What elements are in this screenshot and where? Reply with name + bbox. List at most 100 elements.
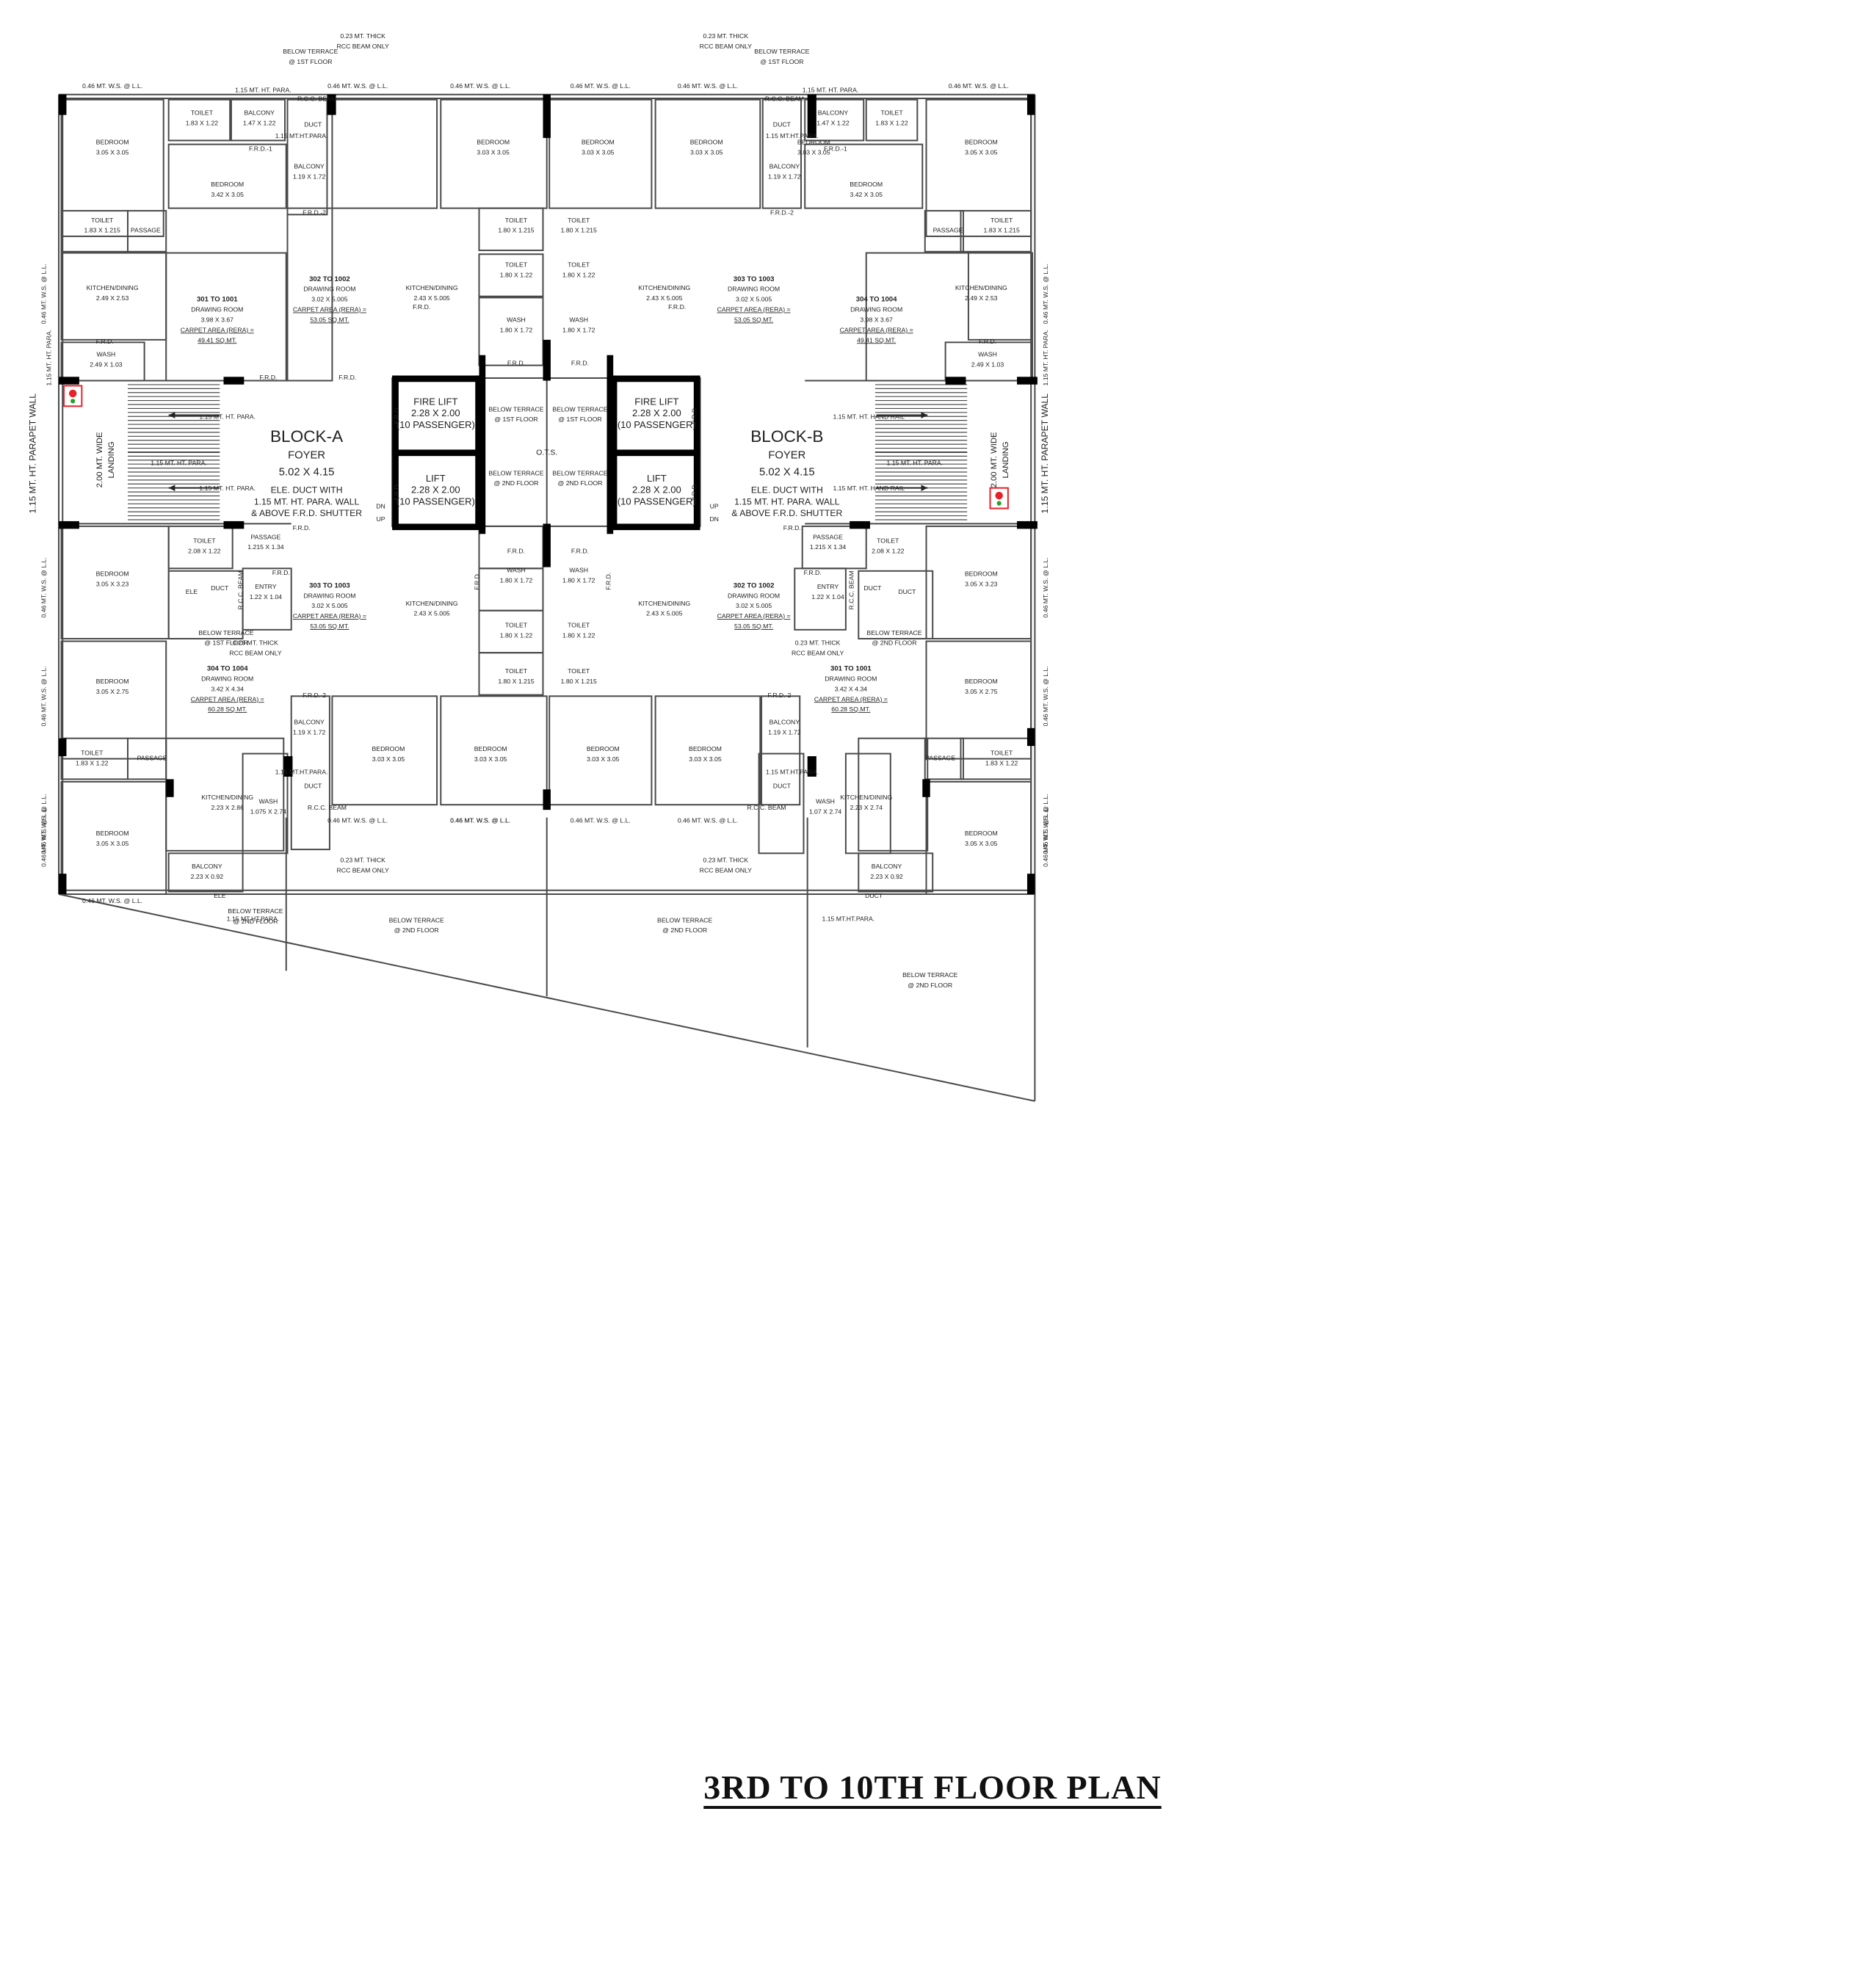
- unit-number: 301 TO 1001: [830, 665, 872, 673]
- room-name: KITCHEN/DINING: [840, 794, 892, 801]
- room-size: 1.83 X 1.22: [875, 120, 908, 127]
- unit-size: 3.42 X 4.34: [211, 685, 244, 692]
- wall-label: 0.46 MT. W.S. @ L.L.: [949, 82, 1009, 90]
- room-size: 1.80 X 1.72: [562, 576, 595, 584]
- room-outline: [804, 143, 924, 209]
- wall-label: 1.15 MT. HT. PARA.: [235, 86, 291, 93]
- terrace-label: @ 2ND FLOOR: [493, 479, 538, 487]
- vertical-label: F.R.D.: [393, 406, 400, 424]
- room-name: KITCHEN/DINING: [406, 284, 458, 291]
- annotation: RCC BEAM ONLY: [337, 43, 389, 50]
- wall-label: F.R.D.: [571, 360, 589, 367]
- room-name: BEDROOM: [965, 570, 998, 578]
- room-size: 2.49 X 1.03: [971, 360, 1004, 368]
- wall-label: 1.15 MT. HT. PARA.: [887, 459, 944, 466]
- annotation: 0.23 MT. THICK: [703, 857, 748, 864]
- room-name: PASSAGE: [925, 754, 955, 761]
- unit-size: 3.98 X 3.67: [860, 316, 893, 323]
- rcc-column: [610, 375, 618, 529]
- vertical-label: 0.46 MT. W.S. @ L.L.: [40, 264, 48, 324]
- room-size: 1.80 X 1.215: [561, 678, 597, 685]
- wall-label: F.R.D.: [293, 524, 311, 532]
- foyer-size: 5.02 X 4.15: [279, 466, 335, 478]
- carpet-area: CARPET AREA (RERA) =: [840, 326, 913, 333]
- rcc-column: [59, 738, 67, 757]
- room-outline: [230, 98, 286, 142]
- rcc-column: [392, 523, 482, 531]
- wall-label: 1.15 MT.HT.PARA.: [275, 132, 328, 139]
- vertical-label: 0.46 MT. W.S. @ L.L.: [40, 794, 48, 854]
- room-outline: [924, 210, 964, 253]
- room-name: TOILET: [505, 261, 528, 269]
- vertical-label: 1.15 MT. HT. PARA.: [1042, 330, 1049, 386]
- lift-size: 2.28 X 2.00: [411, 407, 460, 418]
- wall-label: ELE: [186, 588, 198, 595]
- room-name: ENTRY: [817, 583, 839, 590]
- unit-number: 304 TO 1004: [856, 296, 897, 304]
- lift-capacity: (10 PASSENGER): [618, 419, 696, 430]
- room-name: WASH: [507, 567, 526, 574]
- vertical-label: R.C.C. BEAM: [237, 570, 245, 609]
- room-outline: [654, 98, 761, 209]
- room-name: TOILET: [505, 621, 528, 628]
- room-name: KITCHEN/DINING: [201, 794, 253, 801]
- wall-label: 1.15 MT. HT. HAND RAIL: [833, 413, 905, 421]
- room-name: BALCONY: [192, 863, 222, 870]
- rcc-column: [543, 339, 551, 381]
- duct-note: ELE. DUCT WITH: [751, 485, 823, 496]
- wall-label: 1.15 MT. HT. HAND RAIL: [833, 485, 905, 492]
- unit-number: 301 TO 1001: [197, 296, 238, 304]
- arrow-head: [168, 485, 175, 492]
- unit-number: 302 TO 1002: [734, 581, 775, 589]
- room-name: PASSAGE: [813, 533, 843, 540]
- room-name: WASH: [569, 316, 588, 323]
- room-outline: [548, 98, 653, 209]
- room-outline: [478, 207, 544, 252]
- rcc-column: [59, 94, 67, 115]
- room-name: BEDROOM: [474, 745, 507, 752]
- wall-label: DUCT: [898, 588, 916, 595]
- room-size: 1.07 X 2.74: [809, 808, 842, 815]
- room-size: 3.05 X 2.75: [965, 688, 998, 695]
- vertical-label: 0.46 MT. W.S. @ L.L.: [1042, 666, 1049, 726]
- annotation: 0.23 MT. THICK: [233, 639, 278, 647]
- room-name: BEDROOM: [477, 139, 510, 146]
- rcc-column: [610, 375, 700, 382]
- room-name: KITCHEN/DINING: [87, 284, 139, 291]
- wall-label: R.C.C. BEAM: [308, 804, 347, 811]
- room-size: 1.83 X 1.22: [76, 759, 109, 766]
- room-size: 1.22 X 1.04: [250, 593, 283, 601]
- lift-capacity: (10 PASSENGER): [396, 419, 475, 430]
- rcc-column: [1017, 520, 1037, 529]
- room-name: BALCONY: [294, 719, 325, 726]
- arrow-head: [921, 485, 928, 492]
- lift-capacity: (10 PASSENGER): [396, 496, 475, 507]
- wall-label: F.R.D.: [96, 338, 114, 345]
- room-size: 2.23 X 0.92: [870, 873, 903, 880]
- room-name: TOILET: [568, 667, 590, 675]
- room-name: TOILET: [91, 217, 114, 224]
- vertical-label: 0.46 MT. W.S. @ L.L.: [1042, 807, 1049, 867]
- room-name: WASH: [978, 350, 997, 358]
- room-name: TOILET: [880, 109, 903, 117]
- rcc-column: [543, 789, 551, 810]
- room-name: BEDROOM: [850, 181, 883, 188]
- unit-size: 3.02 X 5.005: [311, 602, 347, 609]
- room-outline: [127, 210, 167, 253]
- block-b-title: BLOCK-B: [750, 427, 823, 446]
- rcc-column: [59, 520, 79, 529]
- annotation: @ 2ND FLOOR: [908, 982, 952, 989]
- unit-room: DRAWING ROOM: [728, 286, 780, 293]
- room-outline: [440, 695, 548, 806]
- unit-size: 3.02 X 5.005: [311, 296, 347, 303]
- room-size: 1.215 X 1.34: [247, 543, 283, 551]
- carpet-area: CARPET AREA (RERA) =: [181, 326, 254, 333]
- unit-number: 302 TO 1002: [309, 275, 350, 283]
- wall-label: F.R.D.: [507, 547, 525, 554]
- rcc-column: [1017, 377, 1037, 385]
- wall-label: 0.46 MT. W.S. @ L.L.: [678, 817, 738, 824]
- fire-alarm-icon: [995, 491, 1003, 500]
- rcc-column: [807, 756, 816, 777]
- room-size: 3.05 X 3.05: [96, 149, 129, 156]
- room-name: BEDROOM: [96, 139, 129, 146]
